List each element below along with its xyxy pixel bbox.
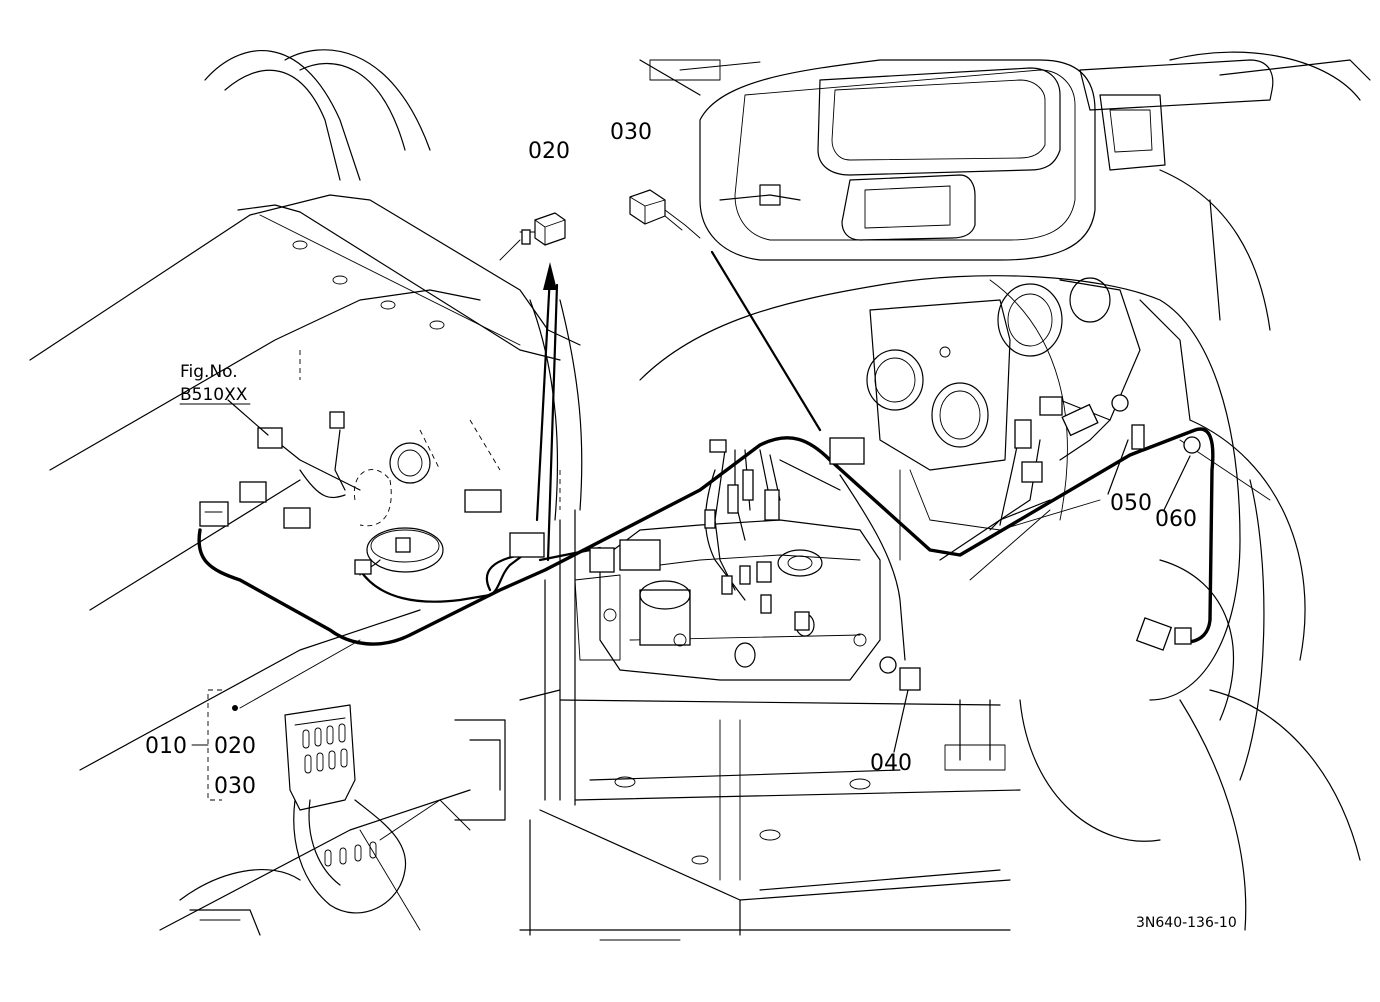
plug-040	[899, 667, 921, 691]
callout-030-top: 030	[610, 120, 652, 145]
figure-ref-line2: B510XX	[180, 385, 248, 405]
callout-040: 040	[870, 751, 912, 776]
sensor-060	[1135, 617, 1173, 651]
washer-040	[879, 656, 897, 674]
separate-connector-020	[499, 212, 566, 261]
main-harness	[197, 419, 1215, 661]
machine-outlines	[29, 49, 1371, 941]
connector-050-b	[1021, 461, 1043, 483]
pump-assembly	[866, 277, 1191, 581]
leader-040	[893, 689, 909, 753]
leader-060	[1163, 455, 1191, 511]
intake-slots	[302, 723, 377, 867]
leader-arrows	[227, 250, 1191, 753]
harness-connectors	[199, 394, 1201, 691]
callout-labels: 020 030 050 060 040 010 020 030	[145, 120, 1197, 799]
arrow-020-line	[535, 273, 552, 522]
connector-e	[464, 489, 502, 513]
callout-030-group: 030	[214, 774, 256, 799]
leader-010	[239, 639, 361, 709]
connector-050-c	[1131, 424, 1145, 450]
callout-010: 010	[145, 734, 187, 759]
figure-reference: Fig.No. B510XX	[179, 362, 251, 405]
callout-050: 050	[1110, 491, 1152, 516]
connector-d	[283, 507, 311, 529]
connector-horn	[354, 559, 372, 575]
separate-connector-030	[629, 189, 701, 239]
leader-050	[1107, 439, 1129, 495]
connector-050-a	[1039, 396, 1063, 416]
callout-020-top: 020	[528, 139, 570, 164]
connector-center	[509, 532, 545, 558]
horn-disc	[366, 527, 444, 573]
connector-c	[239, 481, 267, 503]
connector-figref-a	[257, 427, 283, 449]
arrow-030-line	[710, 250, 822, 432]
callout-bracket-010	[191, 689, 222, 801]
connector-right-top	[829, 437, 865, 465]
connector-left-end	[199, 501, 229, 527]
callout-020-group: 020	[214, 734, 256, 759]
callout-060: 060	[1155, 507, 1197, 532]
connector-center-b	[589, 547, 615, 573]
connector-figref-b	[329, 411, 345, 429]
bolt-060	[1183, 436, 1201, 454]
drawing-code: 3N640-136-10	[1136, 915, 1237, 931]
connector-060-end	[1174, 627, 1192, 645]
grommet	[389, 442, 431, 484]
figure-ref-line1: Fig.No.	[180, 362, 238, 382]
hood-holes	[292, 240, 871, 865]
leader-figref	[227, 399, 269, 436]
air-intake-pipe	[284, 704, 407, 914]
control-valve-block	[574, 519, 881, 681]
